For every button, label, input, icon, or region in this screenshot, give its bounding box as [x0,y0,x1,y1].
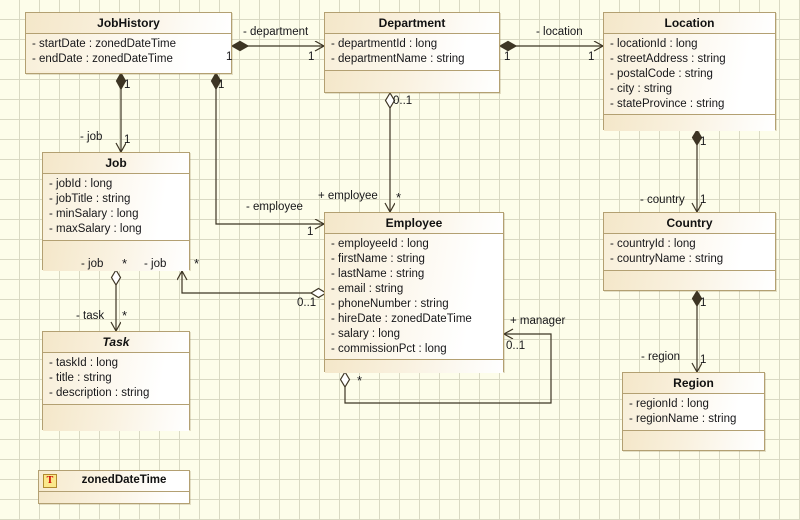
mult-jobhistory-employee-target: 1 [307,226,314,238]
attribute: - stateProvince : string [610,98,725,110]
class-country-name: Country [604,213,775,234]
mult-jobhistory-employee-source: 1 [218,79,225,91]
class-task-name: Task [43,332,189,353]
edge-employee-job [182,271,311,294]
attribute: - city : string [610,83,672,95]
datatype-zoneddatetime[interactable]: T zonedDateTime [38,470,190,504]
mult-jobhistory-department-source: 1 [226,51,233,63]
class-job-operations [43,241,189,271]
class-country[interactable]: Country - countryId : long - countryName… [603,212,776,291]
mult-employee-manager-source: * [357,373,363,388]
attribute: - phoneNumber : string [331,298,449,310]
attribute: - streetAddress : string [610,53,726,65]
class-department-name: Department [325,13,499,34]
datatype-body [39,492,189,503]
class-task[interactable]: Task - taskId : long - title : string - … [42,331,190,431]
edge-label-job-from-employee: - job [144,258,167,270]
mult-job-task-source: * [122,256,128,271]
class-region[interactable]: Region - regionId : long - regionName : … [622,372,765,451]
mult-jobhistory-job-source: 1 [124,79,131,91]
class-region-name: Region [623,373,764,394]
class-location-attributes: - locationId : long - streetAddress : st… [604,34,775,115]
attribute: - employeeId : long [331,238,429,250]
attribute: - salary : long [331,328,401,340]
class-task-operations [43,405,189,431]
class-location-operations [604,115,775,131]
attribute: - hireDate : zonedDateTime [331,313,472,325]
attribute: - countryId : long [610,238,696,250]
mult-country-region-target: 1 [700,354,707,366]
mult-job-task-target: * [122,308,128,323]
class-employee-attributes: - employeeId : long - firstName : string… [325,234,503,360]
mult-department-employee-target: * [396,190,402,205]
class-employee[interactable]: Employee - employeeId : long - firstName… [324,212,504,373]
class-employee-operations [325,360,503,373]
edge-label-task: - task [76,310,105,322]
attribute: - countryName : string [610,253,724,265]
attribute: - postalCode : string [610,68,713,80]
mult-employee-job-target: * [194,256,200,271]
class-employee-name: Employee [325,213,503,234]
class-task-attributes: - taskId : long - title : string - descr… [43,353,189,405]
attribute: - regionName : string [629,413,737,425]
mult-jobhistory-department-target: 1 [308,51,315,63]
edge-label-job-to-task: - job [81,258,104,270]
edge-label-job-from-jobhistory: - job [80,131,103,143]
class-department-operations [325,71,499,92]
edge-label-plus-employee: + employee [318,190,378,202]
attribute: - jobTitle : string [49,193,131,205]
attribute: - lastName : string [331,268,425,280]
attribute: - minSalary : long [49,208,139,220]
edge-label-employee: - employee [246,201,303,213]
class-location[interactable]: Location - locationId : long - streetAdd… [603,12,776,131]
class-jobhistory[interactable]: JobHistory - startDate : zonedDateTime -… [25,12,232,74]
mult-employee-job-source: 0..1 [297,297,317,309]
mult-location-country-source: 1 [700,136,707,148]
edge-label-region: - region [641,351,680,363]
mult-department-location-target: 1 [588,51,595,63]
attribute: - jobId : long [49,178,113,190]
datatype-T-icon: T [43,474,57,488]
edge-label-location: - location [536,26,583,38]
edge-label-manager: + manager [510,315,566,327]
attribute: - departmentId : long [331,38,438,50]
attribute: - departmentName : string [331,53,465,65]
attribute: - firstName : string [331,253,425,265]
mult-location-country-target: 1 [700,194,707,206]
edge-label-country: - country [640,194,685,206]
edge-label-department: - department [243,26,309,38]
datatype-name: zonedDateTime [81,474,167,486]
attribute: - maxSalary : long [49,223,142,235]
class-jobhistory-name: JobHistory [26,13,231,34]
class-region-operations [623,431,764,450]
mult-country-region-source: 1 [700,297,707,309]
class-department[interactable]: Department - departmentId : long - depar… [324,12,500,93]
attribute: - endDate : zonedDateTime [32,53,173,65]
class-department-attributes: - departmentId : long - departmentName :… [325,34,499,71]
class-job[interactable]: Job - jobId : long - jobTitle : string -… [42,152,190,271]
attribute: - email : string [331,283,404,295]
attribute: - taskId : long [49,357,119,369]
mult-jobhistory-job-target: 1 [124,134,131,146]
attribute: - locationId : long [610,38,698,50]
class-location-name: Location [604,13,775,34]
attribute: - description : string [49,387,150,399]
class-job-attributes: - jobId : long - jobTitle : string - min… [43,174,189,241]
class-region-attributes: - regionId : long - regionName : string [623,394,764,431]
mult-department-location-source: 1 [504,51,511,63]
attribute: - regionId : long [629,398,709,410]
class-country-operations [604,271,775,290]
class-jobhistory-attributes: - startDate : zonedDateTime - endDate : … [26,34,231,71]
mult-employee-manager-target: 0..1 [506,340,526,352]
attribute: - startDate : zonedDateTime [32,38,177,50]
attribute: - commissionPct : long [331,343,447,355]
mult-department-employee-source: 0..1 [393,95,413,107]
class-country-attributes: - countryId : long - countryName : strin… [604,234,775,271]
attribute: - title : string [49,372,112,384]
class-job-name: Job [43,153,189,174]
datatype-header: T zonedDateTime [39,471,189,492]
